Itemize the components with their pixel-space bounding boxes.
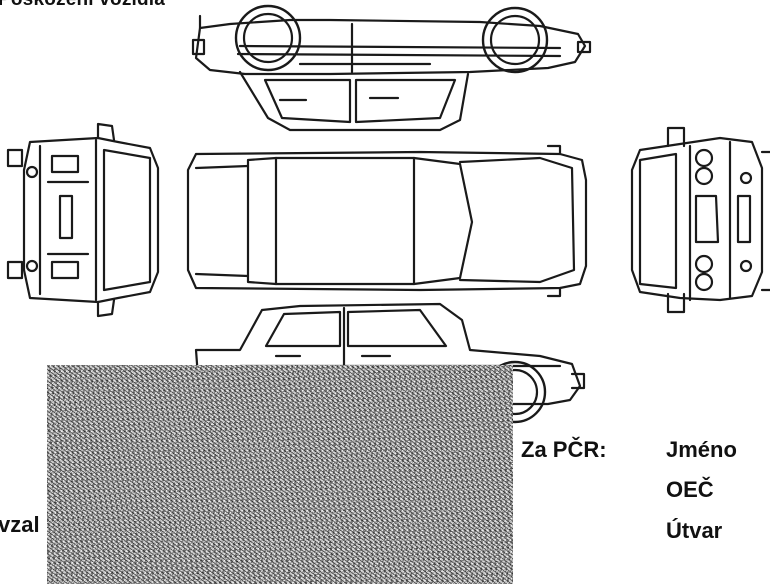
- field-name-label: Jméno: [666, 437, 737, 462]
- field-unit-label: Útvar: [666, 518, 723, 543]
- car-rear-view: [630, 126, 770, 314]
- police-label: Za PČR:: [521, 437, 607, 462]
- redacted-noise-area: [47, 365, 513, 584]
- car-front-view: [6, 122, 160, 318]
- damage-caption: Poškození vozidla: [0, 0, 165, 11]
- car-top-view: [186, 144, 588, 298]
- field-oec-label: OEČ: [666, 477, 714, 502]
- car-side-view-upper: [191, 4, 592, 132]
- received-by-label-cut: vzal: [0, 512, 40, 537]
